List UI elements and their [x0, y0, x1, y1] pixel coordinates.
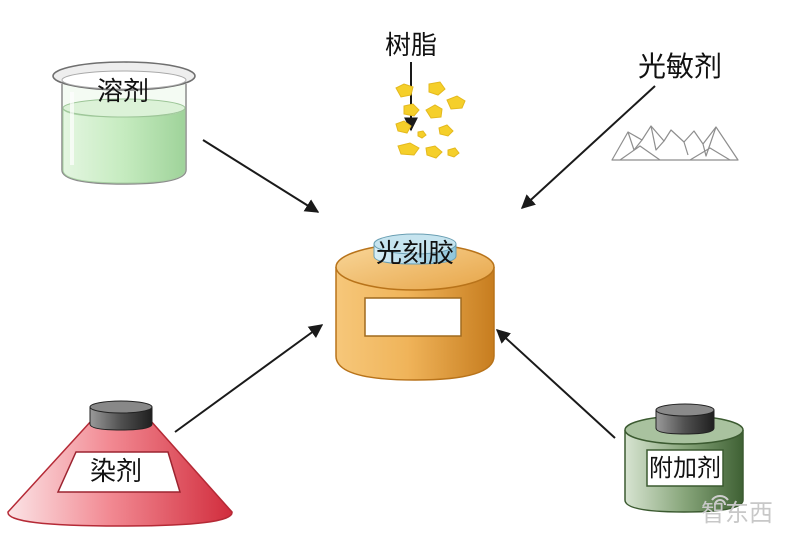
arrow-photosensitizer-to-photoresist: [520, 85, 656, 209]
flow-arrows: [174, 62, 656, 439]
watermark-text: 智东西: [701, 499, 773, 527]
arrow-solvent-to-photoresist: [202, 139, 320, 213]
arrow-additive-to-photoresist: [495, 329, 616, 439]
dye-flask-label: [56, 451, 182, 493]
photoresist-jar-label: [364, 297, 462, 337]
additive-bottle-label: [646, 449, 724, 487]
arrow-dye-to-photoresist: [174, 324, 324, 433]
photosensitizer-label: 光敏剂: [638, 50, 722, 83]
wifi-signal-icon: [711, 495, 729, 506]
dye-flask: [7, 400, 233, 527]
watermark: 智东西: [701, 495, 773, 527]
photoresist-label: 光刻胶: [376, 239, 454, 269]
resin-flakes: [395, 81, 466, 159]
solvent-beaker: [52, 61, 196, 185]
photoresist-jar: [335, 233, 495, 381]
dye-label: 染剂: [90, 457, 142, 487]
additive-bottle: [624, 403, 744, 513]
additive-label: 附加剂: [649, 454, 721, 482]
resin-label: 树脂: [385, 31, 437, 61]
photosensitizer-crystals: [611, 125, 739, 161]
solvent-label: 溶剂: [97, 77, 149, 107]
